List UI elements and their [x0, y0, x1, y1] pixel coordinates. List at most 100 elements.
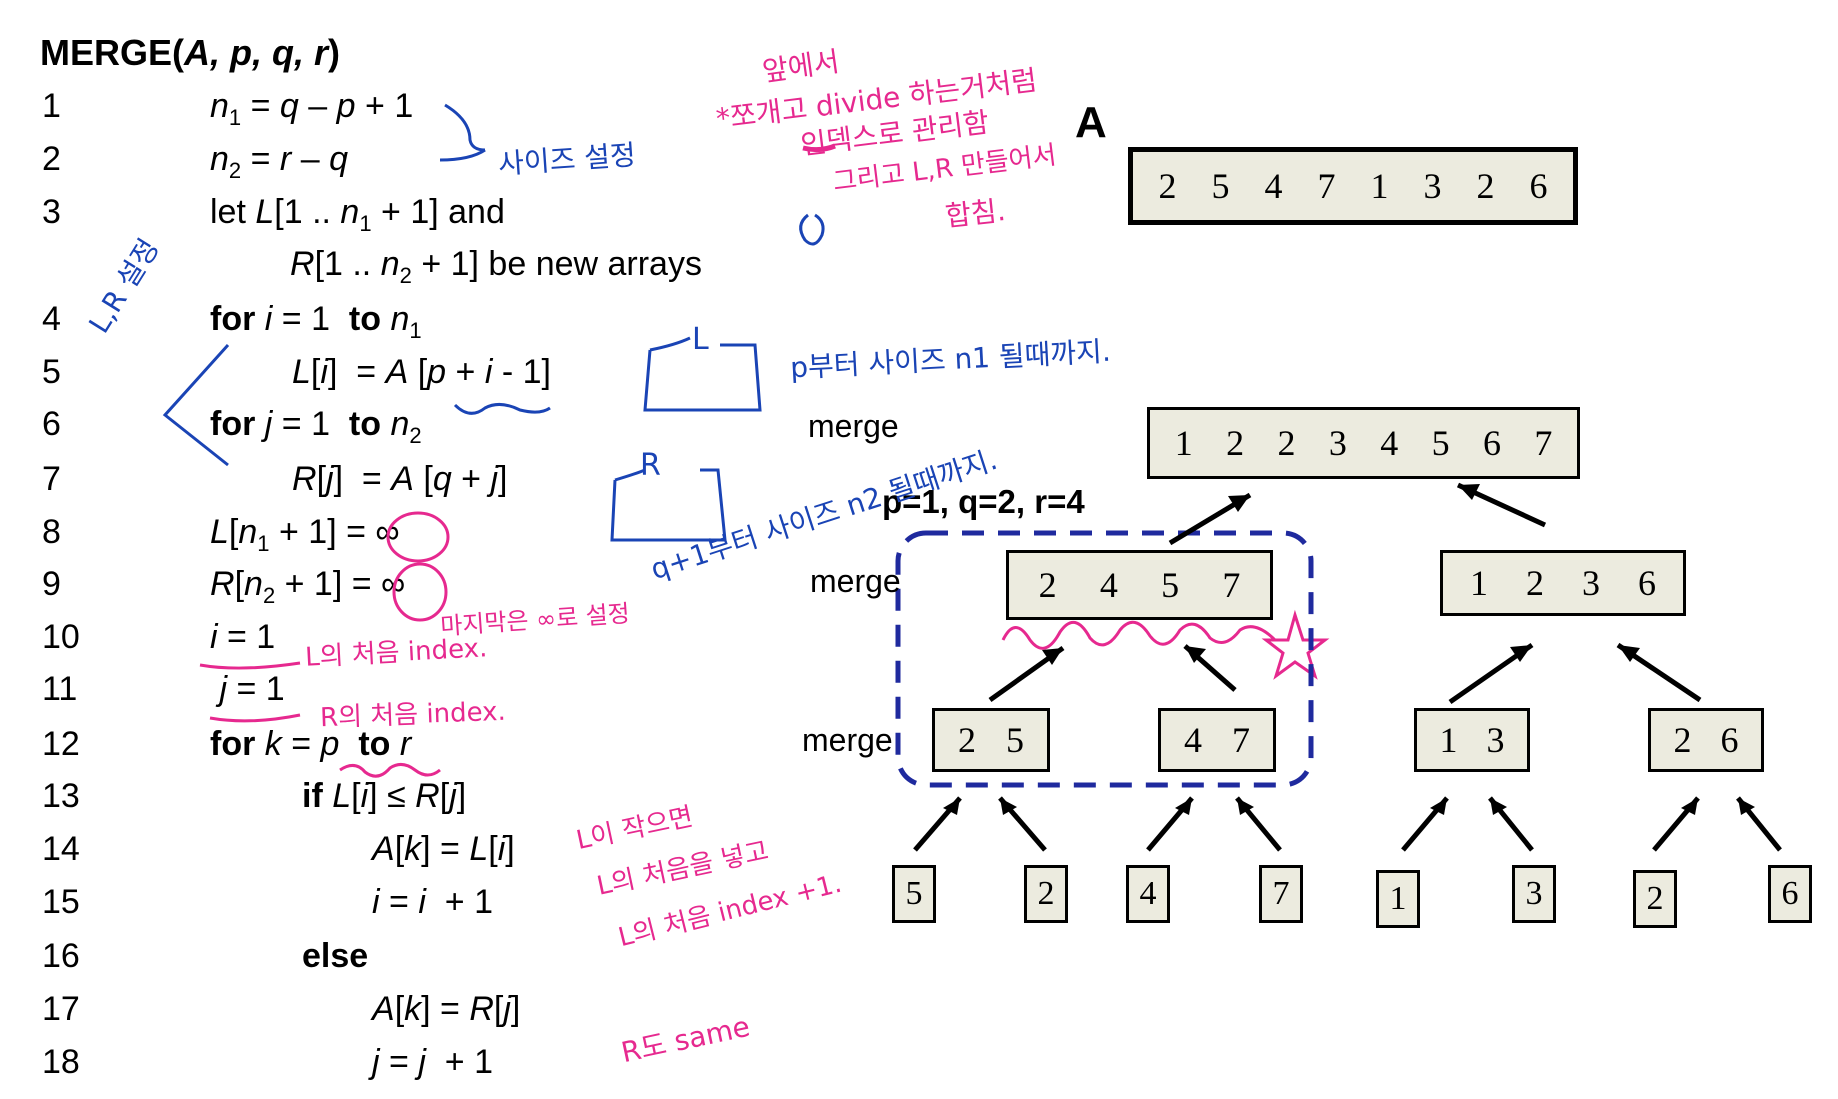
code-line: n2 = r – q: [210, 140, 348, 183]
r-box-label: R: [640, 448, 661, 483]
leaf-cell: 1: [1376, 870, 1420, 928]
code-line: j = 1: [219, 670, 285, 708]
array-cell: 2: [1476, 166, 1495, 206]
code-line: i = 1: [210, 618, 276, 656]
line-number: 4: [42, 300, 61, 338]
line-number: 3: [42, 193, 61, 231]
code-line: A[k] = L[i]: [372, 830, 515, 868]
code-line: else: [302, 937, 369, 975]
level2-array-left: 2 4 5 7: [1006, 550, 1273, 620]
line-number: 11: [42, 670, 78, 708]
array-cell: 6: [1482, 423, 1501, 463]
tree-arrowheads: [943, 484, 1755, 815]
line-number: 10: [42, 618, 80, 656]
size-brace-stroke: [444, 103, 486, 152]
array-cell: 4: [1380, 423, 1399, 463]
line-number: 17: [42, 990, 80, 1028]
code-line: for i = 1 to n1: [210, 300, 422, 343]
array-cell: 4: [1099, 565, 1118, 605]
inf-circle-1: [386, 511, 450, 563]
leaf-cell: 2: [1633, 870, 1677, 928]
array-cell: 7: [1317, 166, 1336, 206]
line-number: 8: [42, 513, 61, 551]
code-line: L[i] = A [p + i - 1]: [292, 353, 551, 391]
array-cell: 2: [1038, 565, 1057, 605]
j-note: R의 처음 index.: [319, 696, 507, 734]
code-line: i = i + 1: [372, 883, 493, 921]
array-cell: 2: [1673, 720, 1692, 760]
line-number: 15: [42, 883, 80, 921]
code-line: n1 = q – p + 1: [210, 87, 414, 130]
code-line: for k = p to r: [210, 725, 412, 763]
array-cell: 6: [1720, 720, 1739, 760]
code-line: if L[i] ≤ R[j]: [302, 777, 467, 815]
l-box-stroke: [643, 343, 762, 412]
merge-label-top: merge: [808, 408, 899, 444]
array-cell: 3: [1582, 563, 1600, 603]
array-cell: 7: [1534, 423, 1553, 463]
inf-circle-2: [392, 562, 448, 622]
leaf-cell: 4: [1126, 865, 1170, 923]
j-underline: [209, 713, 301, 723]
array-cell: 5: [1006, 720, 1024, 760]
array-cell: 5: [1211, 166, 1230, 206]
array-cell: 2: [1226, 423, 1245, 463]
array-cell: 3: [1328, 423, 1347, 463]
array-cell: 5: [1431, 423, 1450, 463]
leaf-cell: 5: [892, 865, 936, 923]
algorithm-title: MERGE(A, p, q, r): [40, 32, 340, 73]
i-underline: [199, 661, 301, 670]
code-line: R[j] = A [q + j]: [292, 460, 508, 498]
leaf-cell: 7: [1259, 865, 1303, 923]
merge-label-bottom: merge: [802, 722, 893, 758]
pseudocode-panel: MERGE(A, p, q, r) 1 n1 = q – p + 1 2 n2 = r…: [0, 0, 880, 1099]
line-number: 6: [42, 405, 61, 443]
p-underline: [339, 763, 441, 778]
array-cell: 3: [1486, 720, 1505, 760]
array-cell: 1: [1370, 166, 1389, 206]
array-cell: 7: [1232, 720, 1250, 760]
code-line: j = j + 1: [372, 1043, 493, 1081]
line-number: 5: [42, 353, 61, 391]
lr-bracket-stroke: [162, 343, 230, 467]
code-line: R[n2 + 1] = ∞: [210, 565, 406, 608]
array-cell: 6: [1638, 563, 1656, 603]
star-mark: [1261, 609, 1330, 680]
array-cell: 3: [1423, 166, 1442, 206]
code-line: for j = 1 to n2: [210, 405, 422, 448]
line-number: 2: [42, 140, 61, 178]
array-cell: 2: [958, 720, 976, 760]
line-number: 18: [42, 1043, 80, 1081]
code-line: L[n1 + 1] = ∞: [210, 513, 400, 556]
line-number: 7: [42, 460, 61, 498]
array-cell: 5: [1161, 565, 1180, 605]
array-cell: 4: [1184, 720, 1202, 760]
leaf-cell: 3: [1512, 865, 1556, 923]
r-box-stroke: [610, 468, 727, 542]
line-number: 1: [42, 87, 61, 125]
array-cell: 2: [1277, 423, 1296, 463]
top-note-5: 합침.: [943, 193, 1008, 234]
params-label: p=1, q=2, r=4: [882, 483, 1085, 520]
array-cell: 1: [1439, 720, 1458, 760]
array-cell: 6: [1529, 166, 1548, 206]
array-cell: 1: [1174, 423, 1193, 463]
leaf-cell: 2: [1024, 865, 1068, 923]
pi-underline-stroke: [453, 403, 551, 415]
array-cell: 7: [1222, 565, 1241, 605]
array-cell: 1: [1470, 563, 1488, 603]
code-line: A[k] = R[j]: [372, 990, 521, 1028]
code-line: let L[1 .. n1 + 1] and: [210, 193, 505, 236]
leaf-cell: 6: [1768, 865, 1812, 923]
array-cell: 2: [1526, 563, 1544, 603]
array-cell: 4: [1264, 166, 1283, 206]
array-cell: 2: [1158, 166, 1177, 206]
